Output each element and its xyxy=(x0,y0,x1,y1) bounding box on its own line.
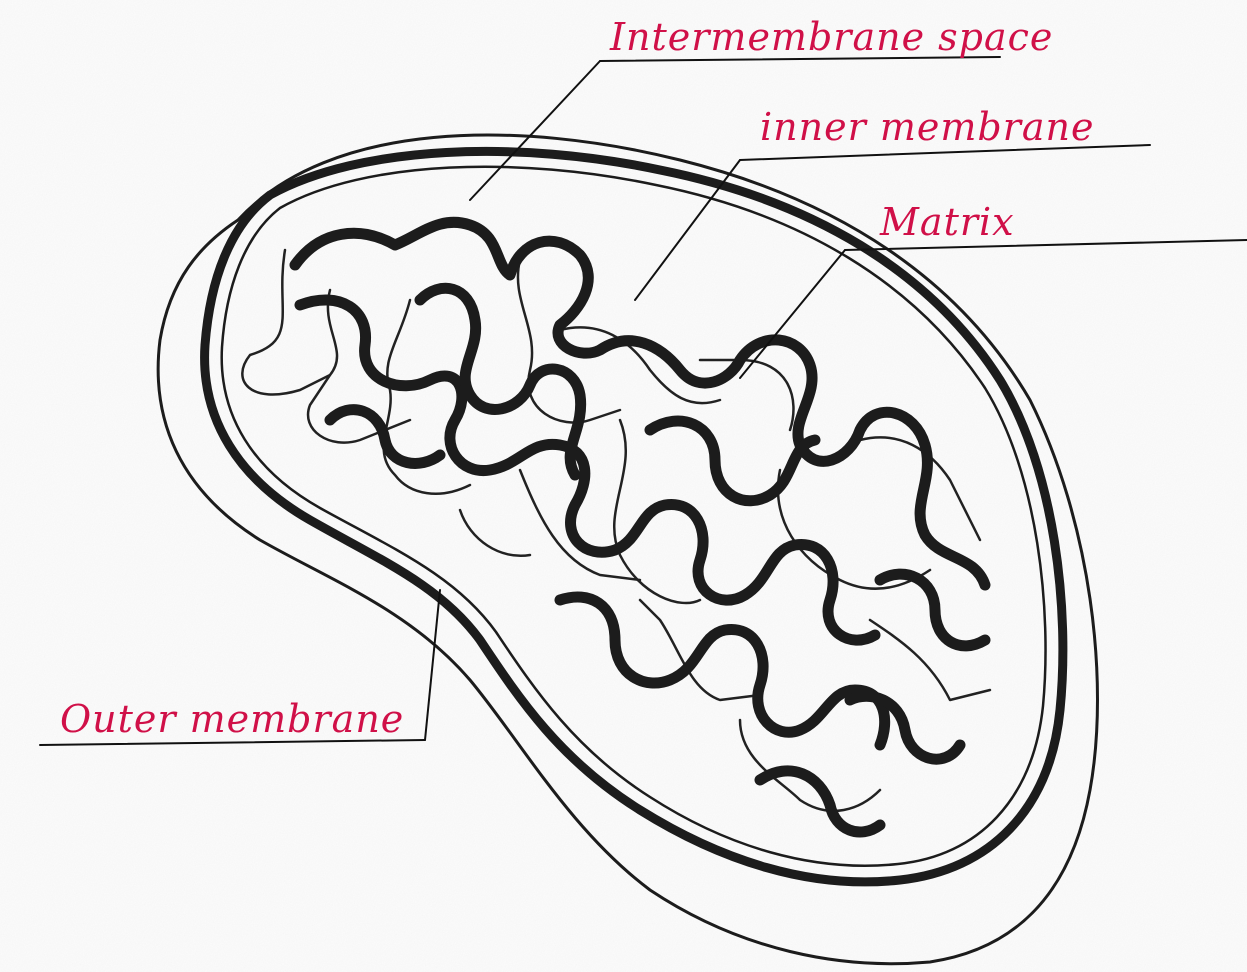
label-outer-membrane: Outer membrane xyxy=(60,697,404,741)
label-intermembrane-space: Intermembrane space xyxy=(609,15,1053,59)
label-matrix: Matrix xyxy=(879,200,1015,244)
label-inner-membrane: inner membrane xyxy=(760,105,1095,149)
